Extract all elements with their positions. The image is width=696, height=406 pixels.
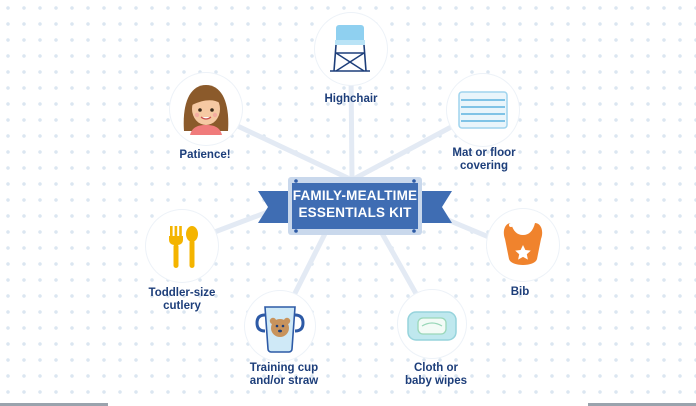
cutlery-label: Toddler-size cutlery	[148, 287, 216, 312]
floor-mat-icon	[458, 91, 508, 129]
bottom-divider-left	[0, 403, 108, 406]
highchair-node	[315, 13, 387, 85]
baby-wipes-node	[398, 290, 466, 358]
girl-face-icon	[183, 85, 229, 135]
training-cup-node	[245, 291, 315, 361]
patience-label: Patience!	[179, 149, 231, 161]
floor-mat-node	[447, 74, 519, 146]
bottom-divider-right	[588, 403, 696, 406]
kit-title-banner: FAMILY-MEALTIME ESSENTIALS KIT	[258, 177, 452, 235]
floor-mat-label: Mat or floor covering	[452, 147, 516, 172]
patience-node	[170, 73, 242, 145]
baby-wipes-label: Cloth or baby wipes	[405, 362, 467, 387]
cutlery-node	[146, 210, 218, 282]
cutlery-icon	[169, 226, 198, 268]
baby-wipes-icon	[407, 311, 457, 341]
highchair-icon	[330, 25, 370, 72]
training-cup-label: Training cup and/or straw	[249, 362, 319, 387]
bib-label: Bib	[510, 286, 530, 298]
training-cup-icon	[255, 306, 305, 353]
ribbon-banner-icon	[258, 177, 452, 235]
highchair-label: Highchair	[324, 93, 378, 105]
kit-title: FAMILY-MEALTIME ESSENTIALS KIT	[292, 188, 418, 220]
bib-node	[487, 209, 559, 281]
bib-icon	[503, 223, 543, 265]
